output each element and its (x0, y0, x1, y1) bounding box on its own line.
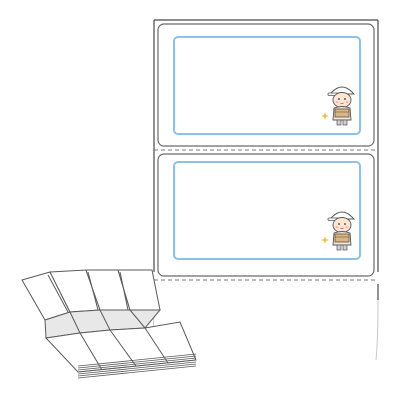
sparkle-icon (321, 236, 329, 244)
stack-layer-edge (77, 353, 197, 367)
fanfold-stack-layers (77, 353, 197, 379)
label-1 (157, 23, 375, 147)
stack-layer-edge (77, 361, 197, 375)
sparkle-icon (321, 112, 329, 120)
stack-layer-edge (77, 363, 197, 377)
label-inner-border (173, 161, 361, 260)
fanfold-top-sheet (21, 269, 161, 321)
delivery-worker-carrying-box-icon (327, 86, 356, 126)
label-2 (157, 153, 375, 277)
label-frame (157, 153, 375, 277)
delivery-worker-carrying-box-icon (327, 211, 356, 251)
label-frame (157, 23, 375, 147)
stack-layer-edge (77, 355, 197, 369)
stack-layer-edge (77, 359, 197, 373)
stack-layer-edge (77, 357, 197, 371)
stack-layer-edge (77, 365, 197, 379)
label-inner-border (173, 36, 361, 135)
fanfold-label-stack-icon (21, 269, 197, 379)
